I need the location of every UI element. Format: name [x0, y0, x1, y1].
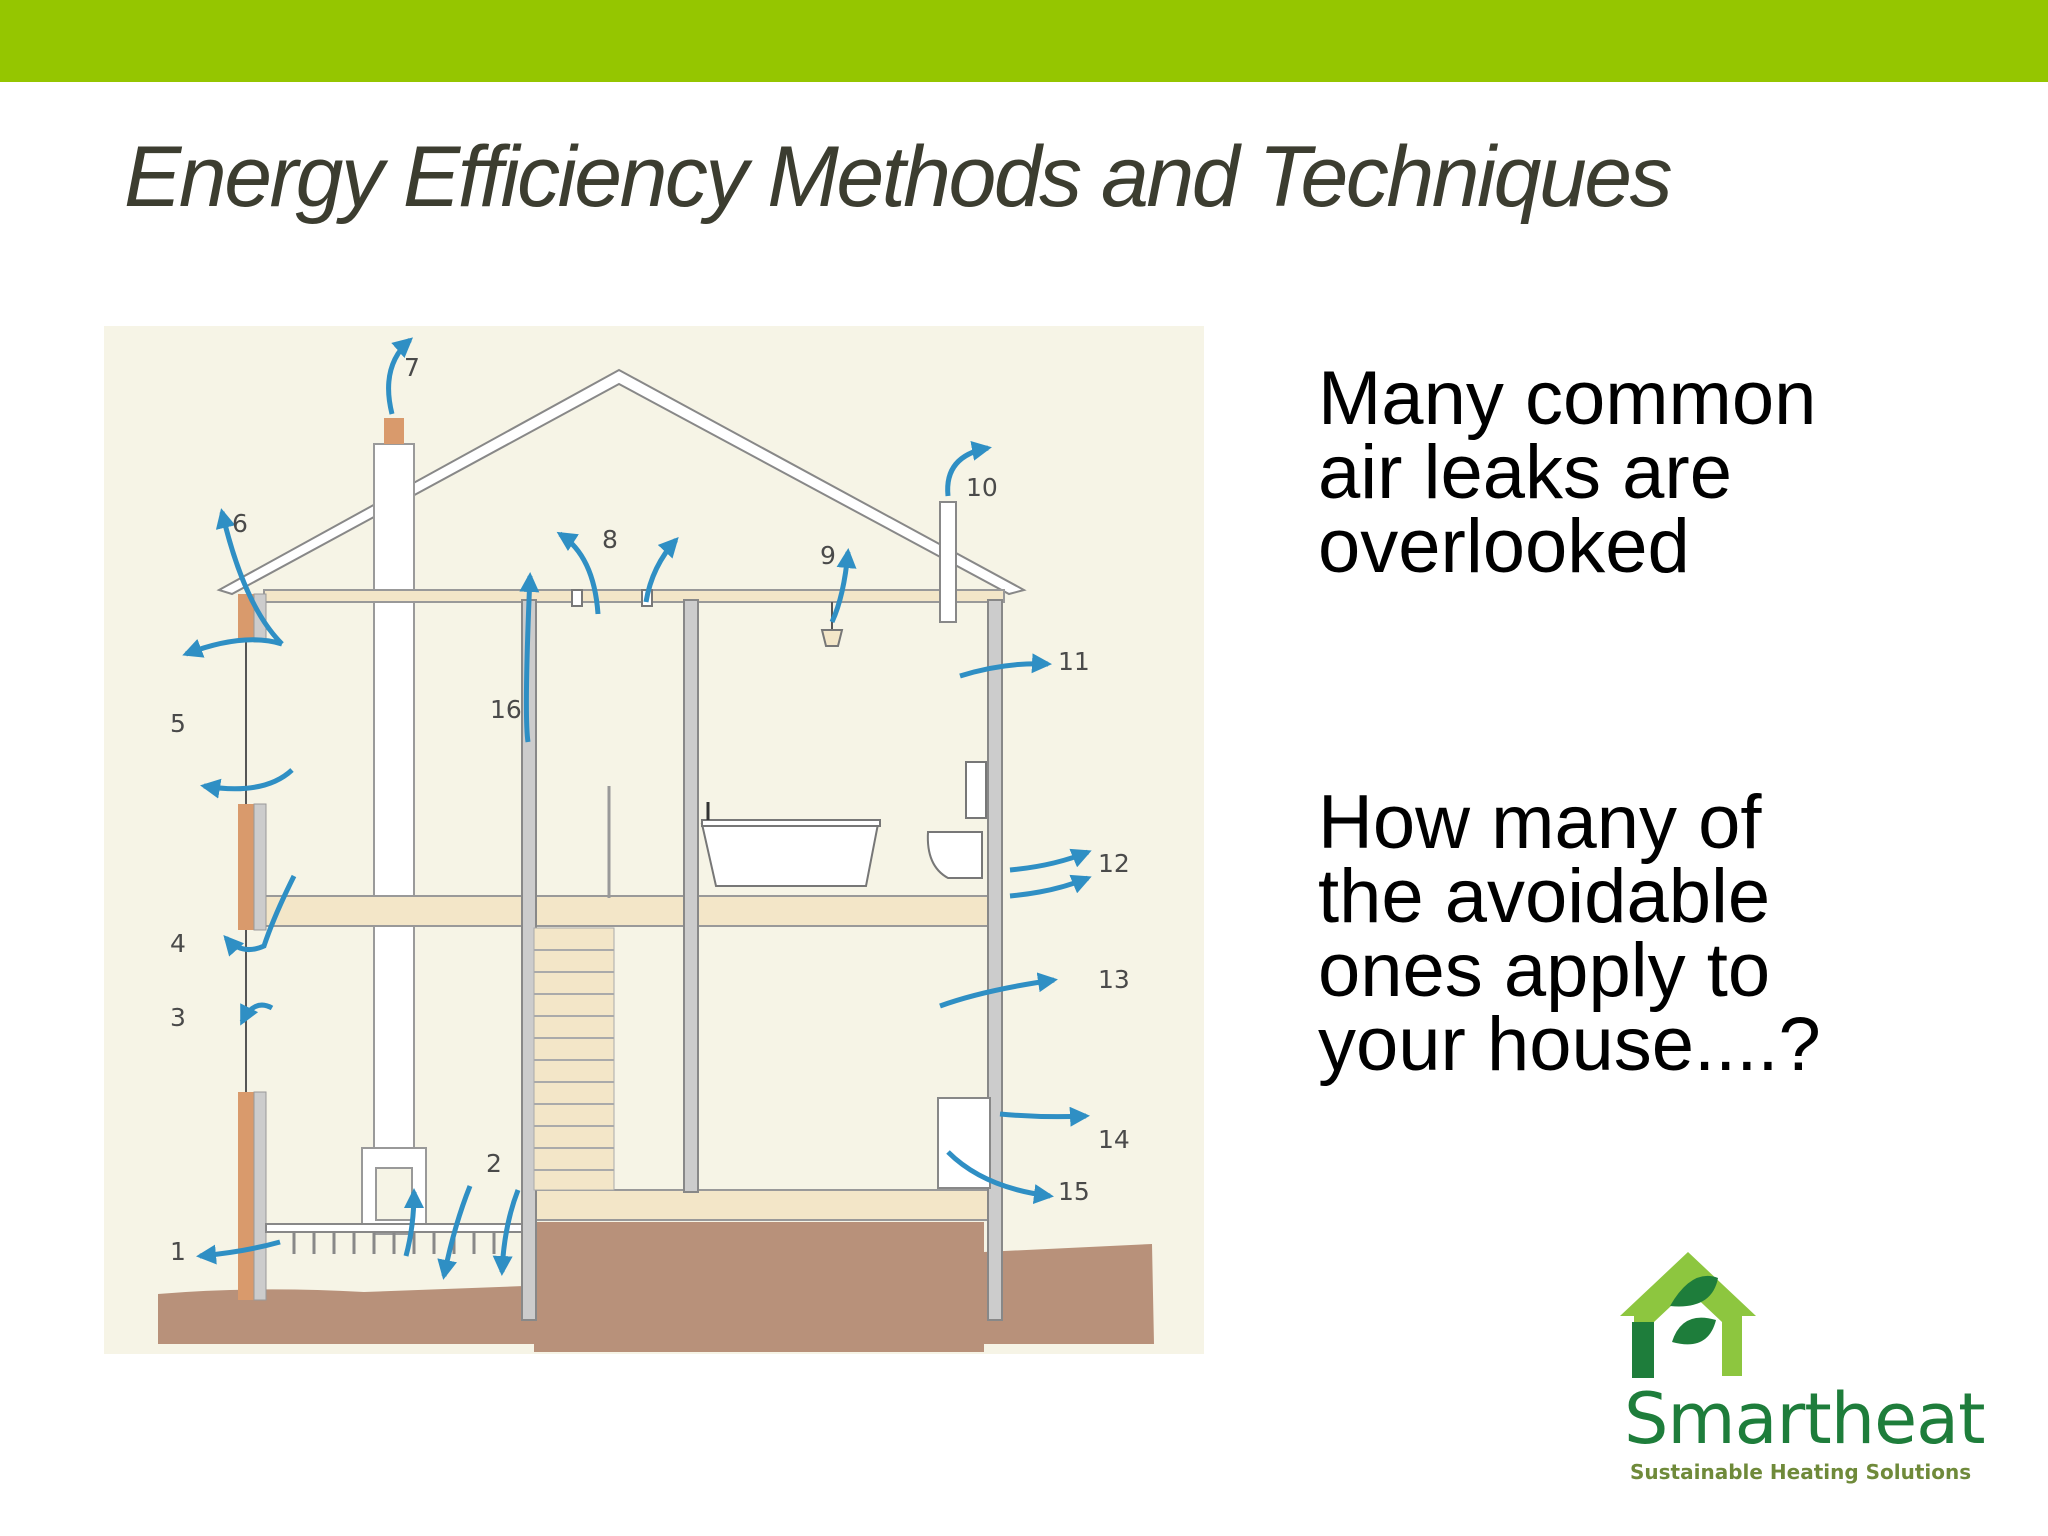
ceiling-light [820, 629, 844, 647]
logo-wordmark: Smartheat [1624, 1378, 1986, 1460]
leak-arrow-9 [829, 548, 857, 624]
left-wall-lower [238, 1092, 254, 1300]
diagram-background [104, 326, 1204, 1354]
leak-arrow-12a [1009, 848, 1092, 873]
leak-arrow-16 [519, 572, 540, 743]
text-question: How many of the avoidable ones apply to … [1318, 780, 1821, 1087]
leak-arrow-2a [437, 1185, 473, 1280]
chimney-pot [384, 418, 404, 444]
leak-label-3: 3 [170, 1003, 186, 1032]
leak-arrow-8b [643, 537, 679, 603]
left-wall-upper [238, 594, 254, 642]
leak-arrow-6 [215, 508, 284, 646]
logo-tagline: Sustainable Heating Solutions [1630, 1460, 1972, 1484]
leak-arrow-11 [959, 653, 1052, 679]
leak-label-1: 1 [170, 1237, 186, 1266]
leak-arrow-15 [946, 1150, 1054, 1204]
leak-arrow-4 [223, 874, 297, 957]
roof [216, 368, 1027, 596]
ground-floor [533, 1189, 995, 1221]
leak-label-11: 11 [1058, 647, 1090, 676]
leak-label-9: 9 [820, 541, 836, 570]
leak-arrow-2c [403, 1188, 424, 1257]
leak-arrow-12b [1009, 874, 1092, 899]
leak-label-5: 5 [170, 709, 186, 738]
leak-label-12: 12 [1098, 849, 1130, 878]
left-wall-mid [238, 804, 254, 930]
leak-label-10: 10 [966, 473, 998, 502]
leak-label-6: 6 [232, 509, 248, 538]
leak-label-13: 13 [1098, 965, 1130, 994]
leak-arrow-1 [196, 1239, 281, 1265]
slide-title: Energy Efficiency Methods and Techniques [124, 129, 1673, 225]
top-accent-bar [0, 0, 2048, 82]
leak-label-7: 7 [404, 353, 420, 382]
leak-label-15: 15 [1058, 1177, 1090, 1206]
leak-arrow-7 [386, 337, 414, 415]
leak-arrow-8a [556, 531, 601, 615]
leak-arrow-14 [999, 1106, 1090, 1127]
toilet-bowl [926, 831, 983, 879]
vent-pipe [939, 501, 957, 623]
leak-arrow-5a [200, 768, 294, 799]
leak-arrow-2b [492, 1189, 521, 1276]
foundation [534, 1222, 984, 1352]
leak-label-8: 8 [602, 525, 618, 554]
leak-label-2: 2 [486, 1149, 502, 1178]
second-floor [263, 895, 995, 927]
logo-leaf-icon [1670, 1275, 1718, 1307]
leak-arrow-13 [939, 972, 1058, 1009]
text-air-leaks: Many common air leaks are overlooked [1318, 356, 1817, 589]
right-wall [987, 599, 1003, 1321]
leak-label-4: 4 [170, 929, 186, 958]
bathtub [700, 823, 880, 887]
attic-floor [263, 589, 1005, 603]
house-air-leak-diagram: 1 2 3 4 5 6 7 8 9 10 11 12 13 14 15 16 [104, 326, 1204, 1354]
smartheat-logo [1618, 1246, 1998, 1486]
toilet-tank [965, 761, 987, 819]
leak-label-14: 14 [1098, 1125, 1130, 1154]
leak-arrow-5b [182, 637, 283, 658]
interior-wall-center [683, 599, 699, 1193]
leak-arrow-10 [945, 441, 992, 497]
sink [937, 1097, 991, 1189]
chimney [373, 443, 415, 1235]
leak-arrow-3 [239, 1002, 274, 1026]
leak-label-16: 16 [490, 695, 522, 724]
